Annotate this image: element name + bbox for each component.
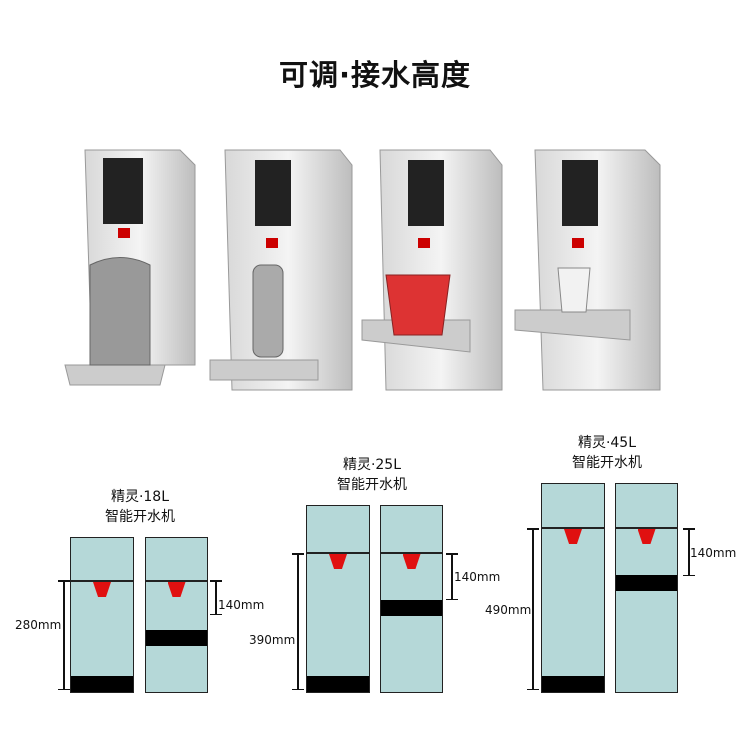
nozzle-icon (564, 529, 582, 544)
drip-tray (381, 600, 442, 616)
model-name: 精灵·45L (577, 435, 637, 451)
machine-kettle (64, 149, 196, 386)
dimension-line (293, 553, 303, 690)
machine-high-position (615, 483, 678, 693)
total-height-label: 390mm (249, 633, 296, 647)
nozzle-icon (167, 582, 186, 597)
machine-high-position (380, 505, 443, 693)
noodle-bowl-icon (385, 274, 451, 336)
dimension-line (59, 580, 69, 690)
nozzle-icon (93, 582, 111, 597)
cup-icon (557, 267, 591, 313)
nozzle-icon (402, 554, 421, 569)
drip-tray (616, 575, 677, 591)
model-name: 精灵·25L (342, 457, 402, 473)
adjust-height-label: 140mm (690, 546, 737, 560)
model-subtitle: 智能开水机 (572, 455, 642, 471)
nozzle-icon (329, 554, 347, 569)
nozzle-icon (637, 529, 656, 544)
model-subtitle: 智能开水机 (337, 477, 407, 493)
drip-tray (307, 676, 369, 692)
adjust-height-label: 140mm (454, 570, 501, 584)
machine-noodle (361, 149, 503, 391)
total-height-label: 490mm (485, 603, 532, 617)
drip-tray (146, 630, 207, 646)
dimension-line (684, 528, 694, 576)
machines-photo (64, 149, 661, 391)
total-height-label: 280mm (15, 618, 62, 632)
model-subtitle: 智能开水机 (105, 509, 175, 525)
kettle-icon (89, 257, 151, 366)
dimension-line (211, 580, 221, 615)
drip-tray (71, 676, 133, 692)
adjust-height-label: 140mm (218, 598, 265, 612)
machine-low-position (306, 505, 370, 693)
thermos-icon (252, 264, 284, 358)
machine-low-position (70, 537, 134, 693)
machine-cup (514, 149, 661, 391)
machine-low-position (541, 483, 605, 693)
drip-tray (542, 676, 604, 692)
dimension-line (528, 528, 538, 690)
model-name: 精灵·18L (110, 489, 170, 505)
machine-high-position (145, 537, 208, 693)
machine-thermos (209, 149, 353, 391)
page-title: 可调·接水高度 (278, 58, 472, 92)
dimension-line (447, 553, 457, 600)
